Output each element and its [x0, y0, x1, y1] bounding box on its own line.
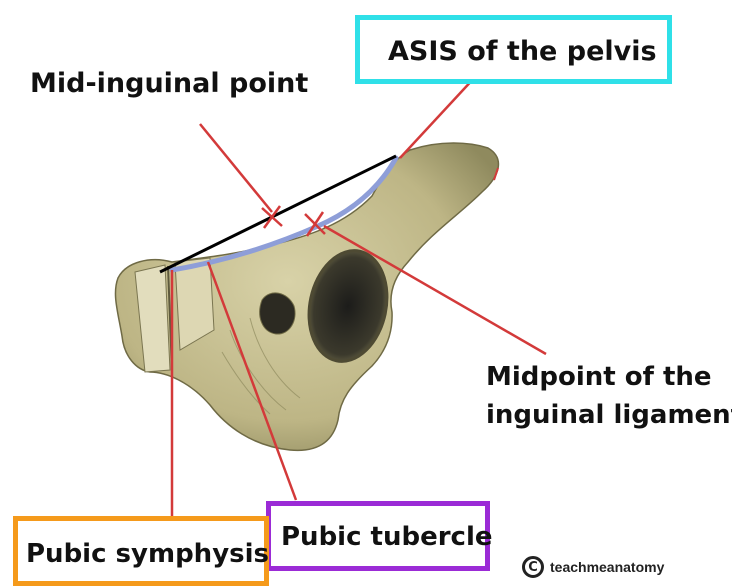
- asis-label-box: ASIS of the pelvis: [355, 15, 672, 84]
- pubic-symphysis-label-box: Pubic symphysis: [13, 516, 269, 586]
- ligament-midpoint-label-line2: inguinal ligament: [486, 400, 732, 430]
- watermark: C teachmeanatomy: [522, 556, 664, 578]
- pubic-symphysis-label: Pubic symphysis: [26, 539, 264, 569]
- pubic-tubercle-label-box: Pubic tubercle: [266, 501, 490, 571]
- mid-inguinal-point-cross: [262, 206, 282, 228]
- pubic-tubercle-label: Pubic tubercle: [281, 522, 485, 552]
- mid-inguinal-pointer-line: [200, 124, 272, 212]
- asis-label: ASIS of the pelvis: [388, 36, 667, 67]
- ligament-midpoint-label-line1: Midpoint of the: [486, 362, 712, 392]
- copyright-icon: C: [522, 556, 544, 578]
- obturator-foramen: [260, 293, 295, 334]
- mid-inguinal-point-label: Mid-inguinal point: [30, 68, 308, 99]
- watermark-text: teachmeanatomy: [550, 559, 664, 575]
